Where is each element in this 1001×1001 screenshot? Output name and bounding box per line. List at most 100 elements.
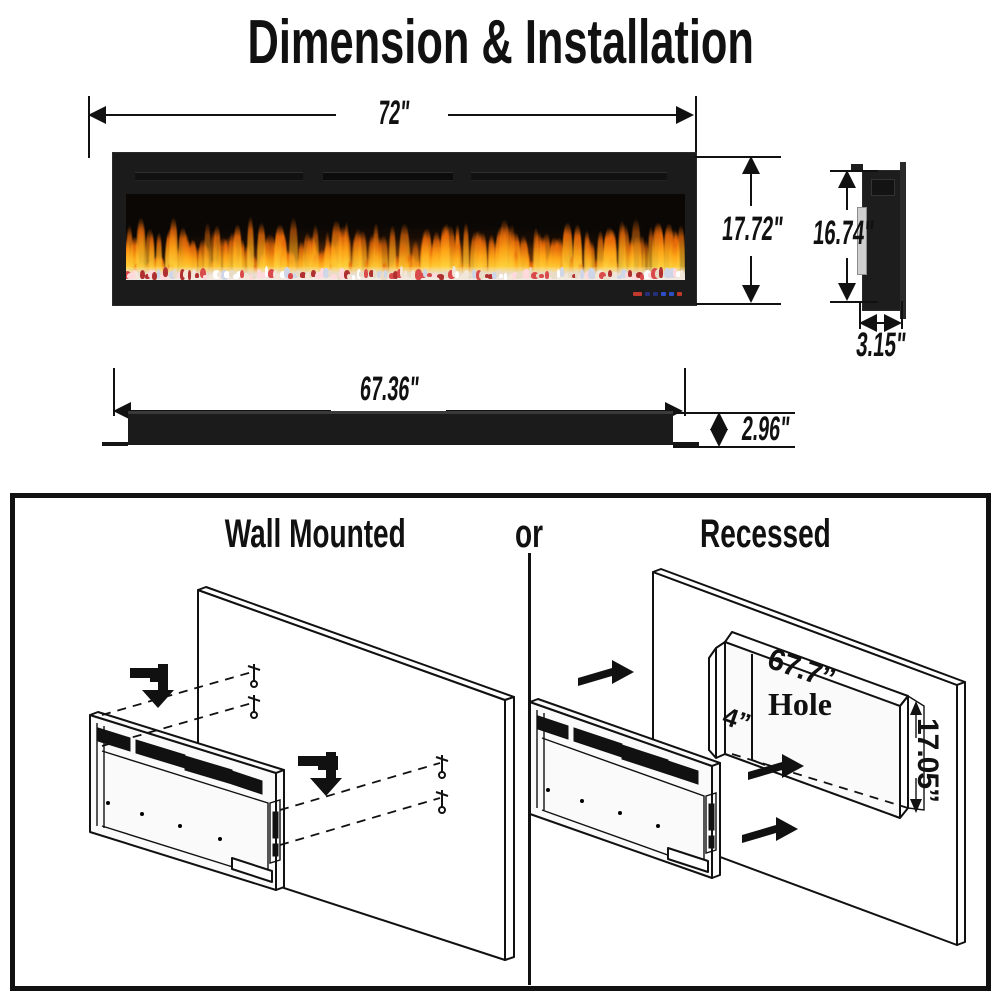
front-width-ext-left — [88, 96, 90, 158]
flame — [129, 235, 140, 280]
flame-tall — [126, 225, 133, 280]
front-width-arrow-right — [676, 106, 694, 124]
flame-tall — [541, 233, 551, 280]
ember-crystal — [603, 275, 611, 280]
ember-crystal — [643, 269, 651, 280]
front-width-label: 72" — [376, 94, 412, 132]
ember-crystal — [352, 275, 356, 280]
hole-label: Hole — [768, 686, 832, 722]
ember-crystal — [396, 269, 402, 279]
flame-tall — [155, 231, 163, 280]
flame — [213, 224, 221, 280]
side-height-line-bottom — [846, 258, 848, 293]
ember-crystal — [304, 271, 310, 279]
ember-crystal — [523, 268, 530, 279]
ember-crystal — [415, 269, 422, 280]
ember-crystal — [640, 273, 644, 280]
flame-tall — [376, 235, 382, 280]
ember-crystal — [560, 266, 565, 278]
ember-crystal — [168, 271, 177, 280]
ember-crystal — [343, 270, 351, 279]
ember-crystal — [311, 269, 316, 278]
flame — [338, 226, 348, 280]
flame-display: /*flames injected*/ — [126, 194, 685, 280]
ember-crystal — [319, 268, 325, 279]
flame-tall — [344, 220, 350, 280]
ember-crystal — [251, 275, 256, 280]
ember-crystal — [239, 269, 244, 278]
ember-crystal — [447, 269, 456, 279]
side-height-arrow-top — [838, 170, 856, 188]
front-height-ext-bottom — [695, 303, 781, 305]
side-height-label: 16.74" — [811, 214, 877, 252]
ember-crystal — [176, 272, 184, 278]
recessed-title: Recessed — [699, 512, 831, 556]
ember-crystal — [131, 270, 137, 279]
ember-crystal — [508, 273, 516, 280]
ember-crystal — [284, 266, 291, 278]
ember-crystal — [191, 268, 197, 280]
flame-tall — [246, 216, 254, 280]
flame-tall — [563, 225, 570, 280]
ember-crystal — [216, 271, 223, 278]
ember-crystal — [627, 269, 633, 278]
front-height-line-top — [750, 164, 752, 206]
flame — [318, 249, 327, 280]
ember-crystal — [551, 271, 559, 279]
flame-tall — [520, 239, 530, 280]
fireplace-bottom-profile-view — [102, 411, 699, 446]
side-view-bracket — [857, 207, 867, 275]
ember-crystal — [452, 266, 456, 278]
bottom-depth-arrow-bottom — [710, 429, 728, 447]
conjunction-or: or — [515, 512, 543, 556]
ember-crystal — [359, 271, 363, 278]
flame — [643, 240, 650, 280]
ember-crystal — [327, 270, 332, 278]
flame-tall — [189, 239, 198, 280]
flame — [198, 239, 209, 280]
ember-crystal — [636, 272, 643, 279]
flame-tall — [554, 239, 563, 280]
ember-crystal — [372, 269, 377, 278]
flame-tall — [181, 233, 190, 280]
ember-crystal — [264, 266, 269, 278]
ember-crystal — [127, 273, 134, 280]
ember-crystal — [668, 267, 676, 279]
front-height-arrow-bottom — [742, 285, 760, 303]
ember-crystal — [187, 270, 192, 280]
ember-crystal — [163, 267, 169, 278]
ember-crystal — [403, 269, 408, 280]
ember-crystal — [296, 269, 302, 278]
side-depth-ext-right — [901, 301, 903, 329]
flame — [379, 235, 388, 280]
ember-crystal — [388, 272, 396, 279]
vent-slot-left — [135, 172, 303, 181]
ember-crystal — [331, 274, 338, 279]
wall-mounted-title: Wall Mounted — [224, 512, 406, 556]
side-view-back-edge — [900, 162, 906, 319]
ember-crystal — [548, 269, 552, 278]
flame-tall — [639, 235, 645, 280]
flame-tall — [672, 234, 679, 280]
front-width-arrow-left — [88, 106, 106, 124]
ember-crystal — [287, 273, 294, 279]
ember-crystal — [183, 270, 190, 278]
ember-crystal — [203, 275, 207, 280]
side-height-arrow-bottom — [838, 283, 856, 301]
flame-tall — [586, 237, 593, 280]
ember-crystal — [400, 266, 404, 278]
ember-crystal — [495, 270, 502, 278]
ember-crystal — [232, 273, 240, 280]
flame — [192, 247, 203, 280]
flame-tall — [631, 217, 641, 280]
flame-tall — [302, 231, 312, 280]
flame-tall — [509, 223, 515, 280]
flame-tall — [232, 224, 242, 280]
side-depth-label: 3.15" — [854, 326, 908, 364]
ember-crystal — [152, 272, 158, 280]
ember-crystal — [339, 268, 345, 280]
flame-tall — [224, 236, 231, 280]
ember-crystal — [599, 271, 606, 280]
side-depth-arrow-right — [884, 314, 902, 332]
ember-crystal — [308, 272, 313, 278]
